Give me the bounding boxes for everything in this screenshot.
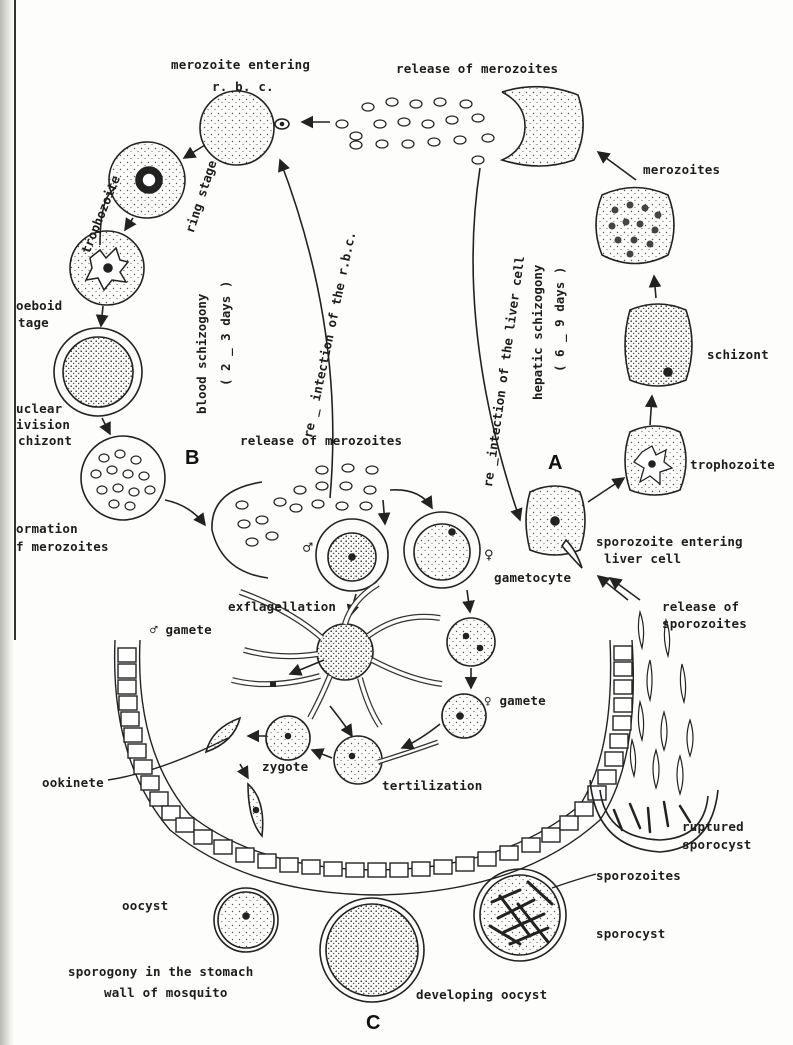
- label-ruptured-1: ruptured: [682, 820, 744, 834]
- label-release-merozoites-mid: release of merozoites: [240, 434, 402, 448]
- liver-cell-sporozoite-entering: [526, 486, 585, 568]
- zygote-cell: [266, 716, 310, 760]
- sporocyst: [474, 869, 566, 961]
- label-female-gamete: ♀ gamete: [484, 694, 546, 708]
- label-male-gamete: ♂ gamete: [150, 623, 212, 637]
- label-release-sporozoites-1: release of: [662, 600, 739, 614]
- ruptured-rbc-mid: [212, 482, 268, 578]
- label-amoeboid-1: oeboid: [16, 299, 62, 313]
- label-merozoites-right: merozoites: [643, 163, 720, 177]
- rbc-formation-merozoites: [81, 436, 165, 520]
- label-gametocyte: gametocyte: [494, 571, 571, 585]
- label-merozoite-entering: merozoite entering: [171, 58, 310, 72]
- released-sporozoites: [630, 612, 693, 794]
- label-sporogony-2: wall of mosquito: [104, 986, 228, 1000]
- label-female-symbol: ♀: [484, 548, 494, 562]
- label-sporozoite-entering-2: liver cell: [604, 552, 681, 566]
- label-release-merozoites-top: release of merozoites: [396, 62, 558, 76]
- label-ruptured-2: sporocyst: [682, 838, 752, 852]
- section-letter-c: C: [366, 1012, 380, 1035]
- female-gamete-cell: [447, 618, 495, 666]
- male-gametocyte: [316, 519, 388, 591]
- label-developing-oocyst: developing oocyst: [416, 988, 547, 1002]
- label-release-sporozoites-2: sporozoites: [662, 617, 747, 631]
- label-sporozoite-entering-1: sporozoite entering: [596, 535, 743, 549]
- section-letter-b: B: [185, 447, 199, 470]
- label-nuclear-2: ivision: [16, 418, 70, 432]
- label-fertilization: tertilization: [382, 779, 482, 793]
- label-formation-2: f merozoites: [16, 540, 109, 554]
- label-nuclear-3: chizont: [18, 434, 72, 448]
- section-letter-a: A: [548, 452, 562, 475]
- label-sporocyst: sporocyst: [596, 927, 666, 941]
- female-gametocyte: [404, 512, 480, 588]
- developing-oocyst: [320, 898, 424, 1002]
- label-sporogony-1: sporogony in the stomach: [68, 965, 253, 979]
- liver-cell-merozoites: [596, 188, 674, 264]
- label-ookinete: ookinete: [42, 776, 104, 790]
- fertilization-cell: [334, 736, 438, 784]
- rbc-nuclear-division: [54, 328, 142, 416]
- label-nuclear-1: uclear: [16, 402, 62, 416]
- label-male-symbol: ♂: [303, 541, 313, 555]
- liver-cell-schizont: [625, 304, 692, 386]
- male-gamete-free: [232, 676, 320, 687]
- label-amoeboid-2: tage: [18, 316, 49, 330]
- label-sporozoites: sporozoites: [596, 869, 681, 883]
- released-merozoites-top: [336, 98, 494, 164]
- label-schizont-right: schizont: [707, 348, 769, 362]
- oocyst: [214, 888, 278, 952]
- label-blood-schizogony: blood schizogony: [194, 294, 209, 414]
- rbc-merozoite-entering: [200, 91, 289, 165]
- sporozoites-pointer: [552, 874, 596, 888]
- label-exflagellation: exflagellation: [228, 600, 336, 614]
- label-oocyst: oocyst: [122, 899, 168, 913]
- label-formation-1: ormation: [16, 522, 78, 536]
- label-zygote: zygote: [262, 760, 308, 774]
- liver-cell-trophozoite: [625, 426, 686, 495]
- label-blood-days: ( 2 _ 3 days ): [218, 281, 233, 386]
- label-hepatic-days: ( 6 _ 9 days ): [552, 267, 567, 372]
- label-rbc: r. b. c.: [212, 80, 274, 94]
- female-gamete: [442, 694, 486, 738]
- label-trophozoite-right: trophozoite: [690, 458, 775, 472]
- label-hepatic-schizogony: hepatic schizogony: [530, 265, 545, 400]
- ruptured-liver-cell: [502, 87, 583, 166]
